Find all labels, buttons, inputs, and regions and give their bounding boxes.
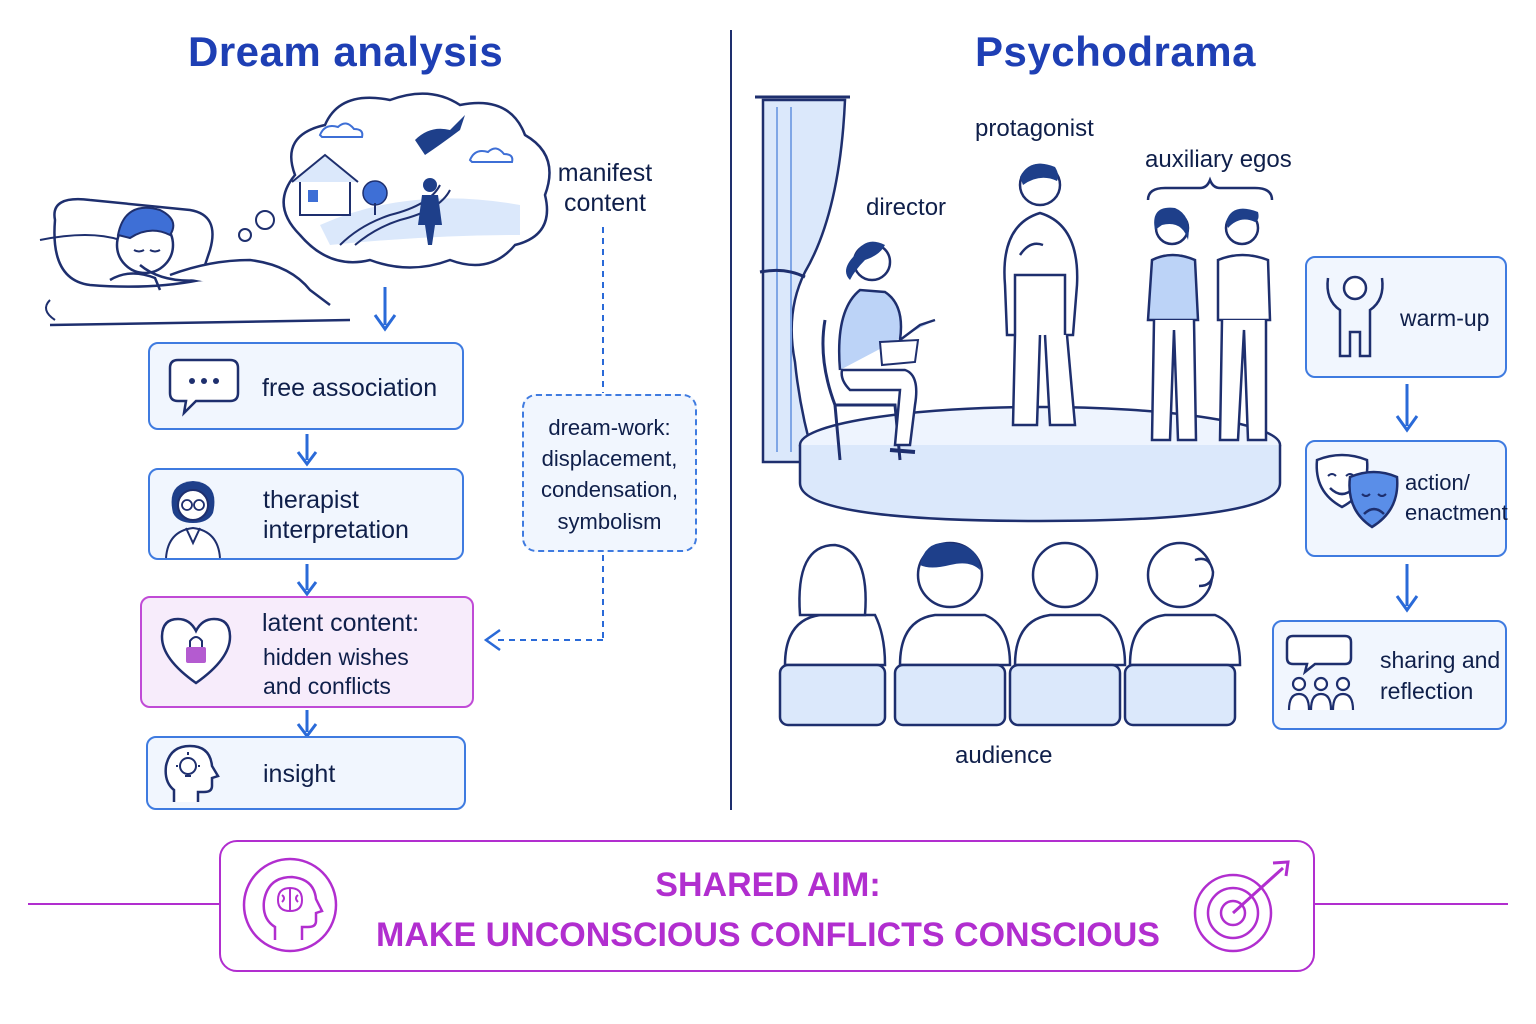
dream-work-label: dream-work: displacement, condensation, … (541, 415, 678, 534)
aim-line-left (28, 903, 220, 905)
arrow-cloud-to-free-association (373, 287, 397, 332)
heart-lock-icon (160, 617, 232, 685)
psychodrama-title: Psychodrama (975, 28, 1256, 75)
warm-up-box (1305, 256, 1507, 378)
arrow-1 (296, 434, 318, 467)
arrow-2 (296, 564, 318, 597)
arrow-r1 (1395, 384, 1419, 433)
audience-label: audience (955, 742, 1053, 769)
sleeping-person-illustration (39, 197, 351, 327)
auxiliary-egos-figures (1146, 207, 1272, 442)
dream-cloud-illustration (282, 92, 551, 269)
target-arrow-icon (1193, 860, 1290, 953)
audience-illustration (778, 541, 1242, 727)
auxiliary-brace (1146, 176, 1274, 201)
arrow-r2 (1395, 564, 1419, 613)
latent-content-detail: hidden wishes and conflicts (263, 644, 409, 700)
thought-bubbles (238, 210, 275, 242)
brain-head-icon (242, 857, 338, 953)
dream-work-box (522, 394, 697, 552)
director-figure (821, 241, 936, 461)
director-label: director (866, 194, 947, 221)
shared-aim-heading: SHARED AIM: (655, 866, 881, 904)
theater-masks-icon (1315, 453, 1399, 529)
aim-line-right (1315, 903, 1508, 905)
shared-aim-statement: MAKE UNCONSCIOUS CONFLICTS CONSCIOUS (376, 916, 1160, 954)
sharing-reflection-label: sharing and reflection (1380, 647, 1501, 705)
group-discussion-icon (1285, 634, 1355, 711)
insight-label: insight (263, 760, 336, 788)
section-divider (730, 30, 732, 810)
protagonist-figure (1003, 163, 1079, 427)
speech-bubble-icon (168, 358, 240, 417)
auxiliary-egos-label: auxiliary egos (1145, 146, 1292, 173)
free-association-label: free association (262, 374, 438, 402)
warm-up-label: warm-up (1400, 305, 1490, 331)
therapist-icon (165, 481, 221, 559)
manifest-content-label: manifest content (557, 159, 653, 217)
person-arms-up-icon (1326, 275, 1384, 358)
protagonist-label: protagonist (975, 115, 1094, 142)
shared-aim-box (219, 840, 1315, 972)
head-lightbulb-icon (164, 744, 220, 802)
latent-content-heading: latent content: (262, 609, 420, 637)
dreamwork-connector (483, 227, 604, 652)
therapist-interpretation-label: therapist interpretation (263, 486, 409, 544)
action-enactment-label: action/ enactment (1405, 470, 1508, 525)
curtain-illustration (755, 95, 850, 464)
dream-analysis-title: Dream analysis (188, 28, 504, 75)
